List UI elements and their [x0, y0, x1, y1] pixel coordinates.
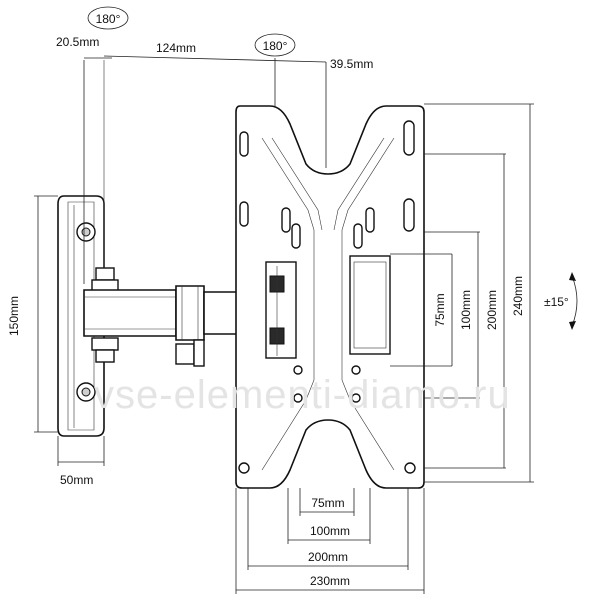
vesa-plate — [235, 105, 425, 489]
wall-plate-height-label: 150mm — [7, 296, 21, 336]
arm-swivel-label: 180° — [96, 12, 121, 26]
tilt-arrow-up-icon — [569, 272, 576, 281]
v-dim-100-label: 100mm — [459, 290, 473, 330]
offset-dim-label: 20.5mm — [56, 35, 99, 49]
wall-plate-width-label: 50mm — [60, 473, 93, 487]
plate-swivel-label: 180° — [263, 39, 288, 53]
h-dim-75-label: 75mm — [311, 496, 344, 510]
arm-swivel-badge — [87, 6, 129, 30]
h-dim-100-label: 100mm — [310, 524, 350, 538]
right-dimensions: 75mm 100mm 200mm 240mm ±15° — [390, 103, 578, 483]
tilt-arc — [571, 275, 578, 327]
plate-offset-dim-label: 39.5mm — [330, 57, 373, 71]
arm-pivot — [91, 60, 119, 363]
bottom-dimensions: 75mm 100mm 200mm 230mm — [235, 488, 425, 594]
h-dim-200-label: 200mm — [308, 550, 348, 564]
v-dim-75-label: 75mm — [433, 293, 447, 326]
h-dim-230-label: 230mm — [310, 574, 350, 588]
wall-plate — [57, 195, 105, 437]
keyhole-slots — [238, 120, 416, 474]
v-dim-200-label: 200mm — [485, 290, 499, 330]
arm-dim-label: 124mm — [156, 41, 196, 55]
v-dim-240-label: 240mm — [511, 276, 525, 316]
top-dimensions: 180° 180° 20.5mm 124mm 39.5mm — [56, 6, 373, 284]
left-dimensions: 150mm 50mm — [7, 195, 105, 487]
plate-swivel-badge — [254, 33, 296, 57]
tilt-arrow-down-icon — [569, 321, 576, 330]
tilt-label: ±15° — [544, 295, 569, 309]
watermark-text: vse-elementi-diamo.ru — [94, 373, 511, 417]
plate-window — [349, 255, 391, 355]
